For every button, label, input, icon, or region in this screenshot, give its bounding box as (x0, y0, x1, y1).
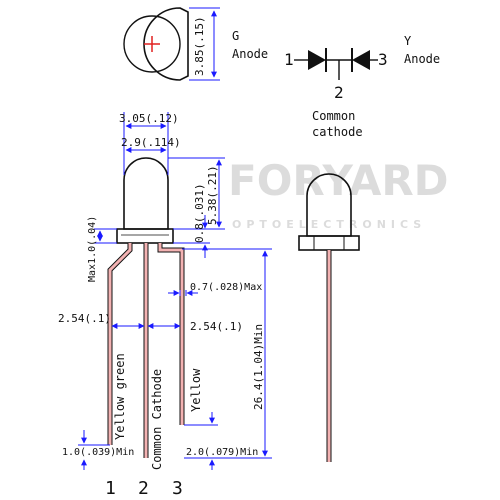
lead-1 (107, 243, 133, 445)
right-view-dome (306, 173, 352, 237)
dim-pitch-left: 2.54(.1) (58, 312, 111, 325)
g-anode-label: Anode (232, 47, 268, 61)
dim-inner-width: 2.9(.114) (121, 136, 181, 149)
dim-top-side: 3.85(.15) (193, 16, 206, 76)
dim-flange: 0.8(.031) (193, 183, 206, 243)
lead-label-2: Common Cathode (150, 369, 164, 470)
dim-flange-max: Max1.0(.04) (87, 216, 98, 282)
right-view (298, 173, 360, 462)
top-view: 3.85(.15) (123, 7, 220, 81)
lead-label-1: Yellow green (113, 353, 127, 440)
common-cathode-line2: cathode (312, 125, 363, 139)
watermark-brand: FORYARD (228, 156, 449, 205)
common-cathode-line1: Common (312, 109, 355, 123)
dim-lead-length: 26.4(1.04)Min (252, 324, 265, 410)
dim-dome-height: 5.38(.21) (206, 165, 219, 225)
diode-right-triangle (352, 50, 370, 70)
pin-number-3: 3 (172, 478, 183, 499)
dim-lead-width: 0.7(.028)Max (190, 282, 262, 293)
dim-pitch-right: 2.54(.1) (190, 320, 243, 333)
watermark: FORYARD OPTOELECTRONICS (228, 156, 449, 231)
dim-right-short: 2.0(.079)Min (186, 447, 258, 458)
dim-left-short: 1.0(.039)Min (62, 447, 134, 458)
right-view-flange (298, 235, 360, 251)
led-flange (116, 228, 174, 244)
pin-number-2: 2 (138, 478, 149, 499)
y-anode-label: Anode (404, 52, 440, 66)
g-anode-g: G (232, 29, 239, 43)
watermark-sub: OPTOELECTRONICS (232, 218, 426, 231)
schematic-pin-2: 2 (334, 83, 344, 102)
pin-number-1: 1 (105, 478, 116, 499)
schematic-pin-1: 1 (284, 50, 294, 69)
lead-3 (157, 243, 185, 425)
diode-left-triangle (308, 50, 326, 70)
led-dome (123, 157, 169, 230)
side-view: 3.05(.12) 2.9(.114) 5.38(.21) 0.8(.031) … (58, 112, 272, 499)
lead-label-3: Yellow (189, 368, 203, 412)
dim-outer-width: 3.05(.12) (119, 112, 179, 125)
schematic-symbol: G Anode 1 3 2 Y Anode Common cathode (232, 29, 440, 139)
schematic-pin-3: 3 (378, 50, 388, 69)
top-view-lens (123, 15, 181, 73)
y-anode-y: Y (404, 34, 412, 48)
top-view-outline (143, 7, 189, 81)
